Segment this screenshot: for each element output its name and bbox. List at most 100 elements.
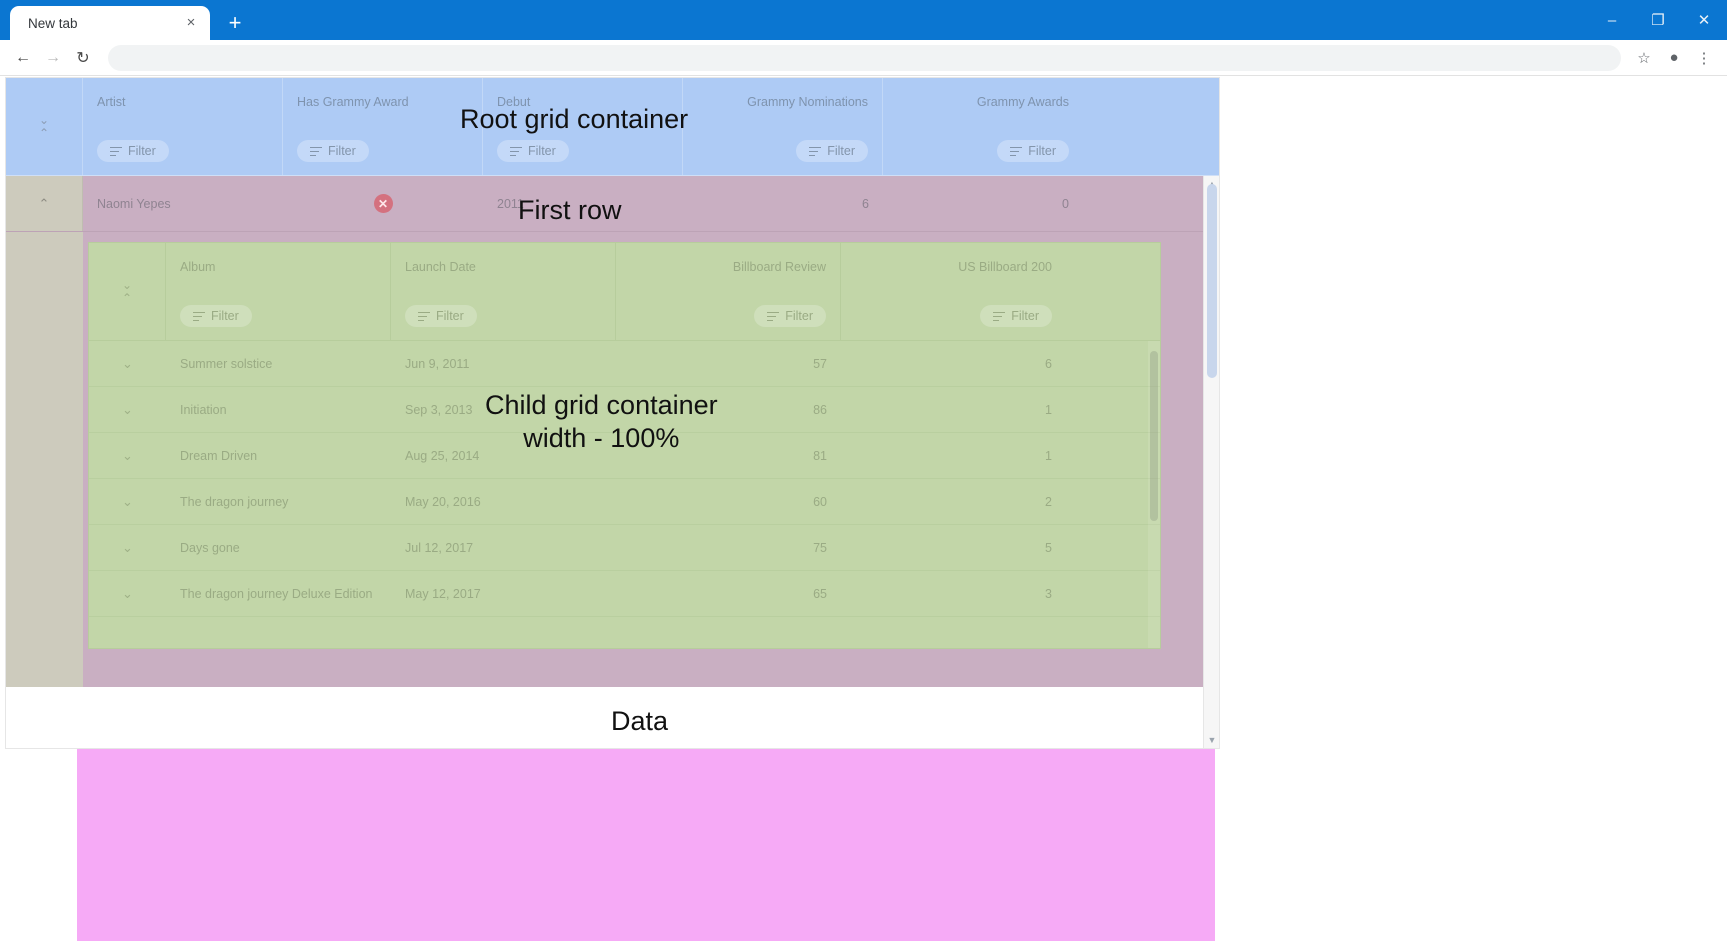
filter-button[interactable]: Filter <box>980 304 1052 327</box>
root-grid-vertical-scrollbar[interactable]: ▲ ▼ <box>1203 176 1219 748</box>
column-filter-cell[interactable]: Filter <box>391 292 615 341</box>
row-expand-cell[interactable]: ⌄ <box>89 479 166 524</box>
column-filter-cell[interactable]: Filter <box>683 127 882 176</box>
filter-button[interactable]: Filter <box>97 139 169 162</box>
child-cell-usBillboard200: 6 <box>1045 356 1052 371</box>
filter-button[interactable]: Filter <box>997 139 1069 162</box>
root-cell-grammyNominations: 6 <box>862 196 869 211</box>
filter-label: Filter <box>1028 143 1056 158</box>
browser-menu-icon[interactable]: ⋮ <box>1696 49 1712 67</box>
child-grid-vertical-scrollbar[interactable] <box>1148 341 1160 648</box>
reload-icon[interactable]: ↻ <box>76 49 90 67</box>
tab-title: New tab <box>28 15 78 31</box>
column-header-label: Billboard Review <box>732 260 826 275</box>
root-cell-hasGrammyAward: ✕ <box>283 176 483 231</box>
chevron-down-icon[interactable]: ⌄ <box>122 402 133 417</box>
column-filter-cell[interactable]: Filter <box>166 292 390 341</box>
data-band <box>77 749 1215 941</box>
close-icon[interactable]: × <box>186 14 196 31</box>
maximize-icon[interactable]: ❐ <box>1651 12 1665 29</box>
child-cell-launchDate: Jul 12, 2017 <box>405 540 474 555</box>
root-cell-debut: 2011 <box>497 196 524 211</box>
filter-button[interactable]: Filter <box>180 304 252 327</box>
chevron-up-icon[interactable]: ⌃ <box>121 290 133 305</box>
chevron-down-icon[interactable]: ⌄ <box>122 494 133 509</box>
row-expand-cell[interactable]: ⌄ <box>89 387 166 432</box>
scroll-down-icon[interactable]: ▼ <box>1207 735 1217 745</box>
row-expand-cell[interactable]: ⌄ <box>89 433 166 478</box>
address-bar-input[interactable] <box>108 44 1621 71</box>
column-filter-cell[interactable]: Filter <box>841 292 1066 341</box>
child-cell-billboardReview: 86 <box>813 402 827 417</box>
column-filter-cell[interactable]: Filter <box>616 292 840 341</box>
chevron-up-icon[interactable]: ⌃ <box>38 125 50 140</box>
child-cell-album: Initiation <box>180 402 227 417</box>
close-window-icon[interactable]: ✕ <box>1697 12 1711 29</box>
column-filter-cell[interactable]: Filter <box>283 127 482 176</box>
detail-gutter <box>6 232 83 687</box>
filter-button[interactable]: Filter <box>405 304 477 327</box>
tab-strip: New tab × + <box>0 0 252 40</box>
chevron-down-icon[interactable]: ⌄ <box>38 112 50 127</box>
chevron-down-icon[interactable]: ⌄ <box>122 448 133 463</box>
chevron-down-icon[interactable]: ⌄ <box>122 540 133 555</box>
filter-label: Filter <box>328 143 356 158</box>
root-expand-all-cell[interactable]: ⌄ ⌃ <box>6 78 83 175</box>
child-expand-all-cell[interactable]: ⌄ ⌃ <box>89 243 166 340</box>
scrollbar-thumb[interactable] <box>1150 351 1158 521</box>
filter-button[interactable]: Filter <box>796 139 868 162</box>
child-cell-billboardReview: 57 <box>813 356 827 371</box>
root-cell-artist: Naomi Yepes <box>97 196 171 211</box>
minimize-icon[interactable]: – <box>1607 11 1617 29</box>
bookmark-star-icon[interactable]: ☆ <box>1637 49 1651 67</box>
column-filter-cell[interactable]: Filter <box>883 127 1083 176</box>
row-collapse-cell[interactable]: ⌃ <box>6 176 83 231</box>
chevron-down-icon[interactable]: ⌄ <box>121 277 133 292</box>
profile-avatar-icon[interactable]: ● <box>1669 49 1679 66</box>
chevron-down-icon[interactable]: ⌄ <box>122 356 133 371</box>
row-expand-cell[interactable]: ⌄ <box>89 571 166 616</box>
column-filter-cell[interactable]: Filter <box>83 127 282 176</box>
chevron-down-icon[interactable]: ⌄ <box>122 586 133 601</box>
row-expand-cell[interactable]: ⌄ <box>89 341 166 386</box>
row-expand-cell[interactable]: ⌄ <box>89 525 166 570</box>
browser-tab-new-tab[interactable]: New tab × <box>10 6 210 40</box>
column-header-label: Album <box>180 260 216 275</box>
chevron-up-icon[interactable]: ⌃ <box>38 196 50 211</box>
back-icon[interactable]: ← <box>15 48 31 66</box>
forward-icon[interactable]: → <box>45 48 61 66</box>
column-header-label: Has Grammy Award <box>297 95 409 110</box>
new-tab-button[interactable]: + <box>228 10 242 35</box>
filter-button[interactable]: Filter <box>497 139 569 162</box>
filter-button[interactable]: Filter <box>754 304 826 327</box>
column-filter-cell[interactable]: Filter <box>483 127 682 176</box>
scrollbar-thumb[interactable] <box>1207 184 1217 378</box>
filter-button[interactable]: Filter <box>297 139 369 162</box>
